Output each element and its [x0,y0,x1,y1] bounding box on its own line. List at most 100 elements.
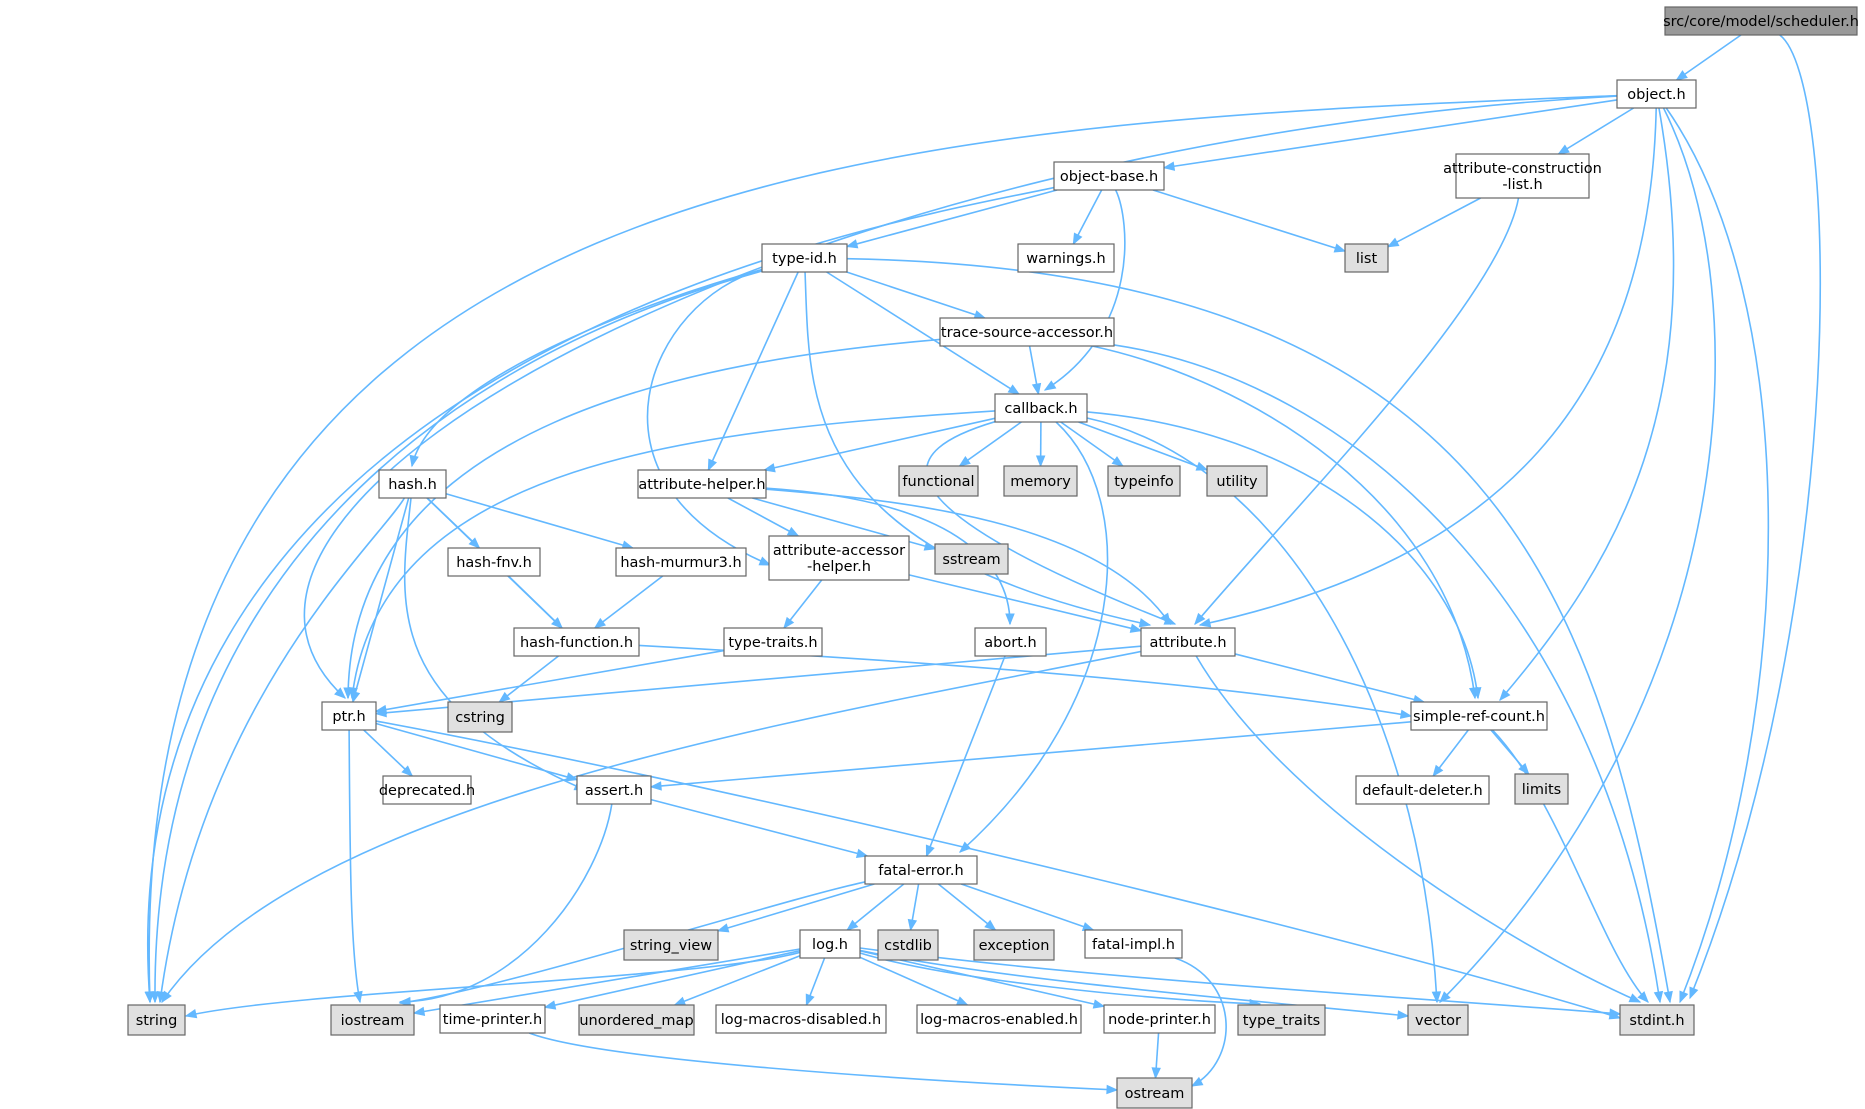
arrowhead-log_h-to-stdint_h [1609,1008,1622,1018]
node-box [973,929,1055,961]
node-label: typeinfo [1114,474,1174,490]
node-box [1053,161,1165,191]
node-box [439,1004,546,1034]
node-object-base-h[interactable]: object-base.h [1053,161,1165,191]
node-vector[interactable]: vector [1407,1004,1469,1036]
node-abort-h[interactable]: abort.h [974,627,1047,657]
node-attribute-h[interactable]: attribute.h [1140,627,1236,657]
arrowhead-log_h-to-log_macros_disabled_h [805,993,815,1007]
node-time-printer-h[interactable]: time-printer.h [439,1004,546,1034]
node-box [1084,929,1183,959]
edge-hash_fnv_h-to-hash_function_h [507,575,563,629]
node-callback-h[interactable]: callback.h [994,393,1088,423]
node-fatal-impl-h[interactable]: fatal-impl.h [1084,929,1183,959]
node-box [1664,6,1858,36]
node-trace-source-accessor-h[interactable]: trace-source-accessor.h [939,317,1115,347]
node-type-traits[interactable]: type_traits [1237,1004,1326,1036]
node-cstring[interactable]: cstring [447,701,513,733]
node-ostream[interactable]: ostream [1116,1077,1193,1109]
arrowhead-object_h-to-object_base_h [1162,161,1176,171]
node-fatal-error-h[interactable]: fatal-error.h [864,855,978,885]
arrowhead-hash_h-to-ptr_h [351,690,361,704]
node-log-macros-disabled-h[interactable]: log-macros-disabled.h [715,1004,887,1034]
node-iostream[interactable]: iostream [330,1004,415,1036]
node-box [1206,465,1268,497]
node-box [330,1004,415,1036]
node-type-id-h[interactable]: type-id.h [761,243,848,273]
node-label: vector [1415,1013,1461,1029]
node-box [723,627,823,657]
node-box [637,469,767,499]
node-box [994,393,1088,423]
node-functional[interactable]: functional [898,465,979,497]
node-box [974,627,1047,657]
node-log-macros-enabled-h[interactable]: log-macros-enabled.h [916,1004,1082,1034]
node-type-traits-h[interactable]: type-traits.h [723,627,823,657]
node-deprecated-h[interactable]: deprecated.h [379,775,475,805]
node-cstdlib[interactable]: cstdlib [877,929,939,961]
node-box [877,929,939,961]
node-unordered-map[interactable]: unordered_map [578,1004,695,1036]
edge-type_id_h-to-attribute_accessor_helper_h [646,268,771,566]
node-attribute-helper-h[interactable]: attribute-helper.h [637,469,767,499]
edge-type_id_h-to-string [154,270,763,1003]
node-stdint-h[interactable]: stdint.h [1619,1004,1695,1036]
edge-fatal_error_h-to-fatal_impl_h [960,883,1094,931]
edge-type_id_h-to-trace_source_accessor_h [846,271,986,319]
edge-log_h-to-type_traits [859,952,1261,1005]
node-warnings-h[interactable]: warnings.h [1017,243,1115,273]
arrowhead-scheduler_h-to-object_h [1675,70,1688,81]
node-scheduler-h[interactable]: src/core/model/scheduler.h [1663,6,1859,36]
node-sstream[interactable]: sstream [934,543,1009,575]
node-list[interactable]: list [1344,243,1389,273]
arrowhead-attribute_accessor_helper_h-to-attribute_h [1129,623,1143,633]
arrowhead-object_h-to-vector [1439,991,1451,1003]
node-label: exception [979,938,1050,954]
node-log-h[interactable]: log.h [799,929,861,959]
node-label: list [1356,251,1378,267]
node-node-printer-h[interactable]: node-printer.h [1103,1004,1216,1034]
arrowhead-ptr_h-to-iostream [353,990,363,1004]
node-attribute-construction-list-h[interactable]: attribute-construction-list.h [1443,153,1602,199]
arrowhead-simple_ref_count_h-to-assert_h [649,781,662,791]
arrowhead-callback_h-to-functional [958,456,971,467]
edge-object_h-to-object_base_h [1163,99,1618,169]
node-simple-ref-count-h[interactable]: simple-ref-count.h [1410,701,1548,731]
node-box [576,775,652,805]
edge-object_h-to-attribute_construction_list_h [1558,107,1635,155]
node-default-deleter-h[interactable]: default-deleter.h [1355,775,1490,805]
node-hash-h[interactable]: hash.h [378,469,447,499]
node-exception[interactable]: exception [973,929,1055,961]
node-ptr-h[interactable]: ptr.h [321,701,377,731]
arrowhead-callback_h-to-memory [1035,455,1046,468]
arrowhead-hash_fnv_h-to-hash_function_h [551,617,564,629]
edge-type_id_h-to-attribute_h [804,271,1151,626]
arrowhead-attribute_construction_list_h-to-attribute_h [1194,612,1206,626]
node-utility[interactable]: utility [1206,465,1268,497]
node-string[interactable]: string [127,1004,186,1036]
arrowhead-attribute_helper_h-to-abort_h [1005,613,1015,626]
node-label: object-base.h [1060,169,1158,185]
node-assert-h[interactable]: assert.h [576,775,652,805]
arrowhead-object_h-to-ptr_h [334,687,346,699]
node-hash-murmur3-h[interactable]: hash-murmur3.h [615,547,747,577]
node-label: simple-ref-count.h [1413,709,1545,725]
node-attribute-accessor-helper-h[interactable]: attribute-accessor-helper.h [768,535,910,581]
node-box [447,547,541,577]
node-hash-function-h[interactable]: hash-function.h [513,627,640,657]
edge-simple_ref_count_h-to-stdint_h [1491,729,1649,1003]
node-box [623,929,719,961]
edge-type_traits_h-to-ptr_h [375,649,725,713]
arrowhead-callback_h-to-typeinfo [1111,456,1124,467]
node-limits[interactable]: limits [1514,773,1569,805]
node-hash-fnv-h[interactable]: hash-fnv.h [447,547,541,577]
node-box [1344,243,1389,273]
node-string-view[interactable]: string_view [623,929,719,961]
arrowhead-hash_function_h-to-simple_ref_count_h [1399,709,1413,719]
node-box [1017,243,1115,273]
node-typeinfo[interactable]: typeinfo [1107,465,1181,497]
arrowhead-attribute_construction_list_h-to-list [1386,237,1400,248]
node-memory[interactable]: memory [1003,465,1078,497]
edge-type_id_h-to-attribute_helper_h [707,271,799,471]
node-object-h[interactable]: object.h [1616,79,1697,109]
